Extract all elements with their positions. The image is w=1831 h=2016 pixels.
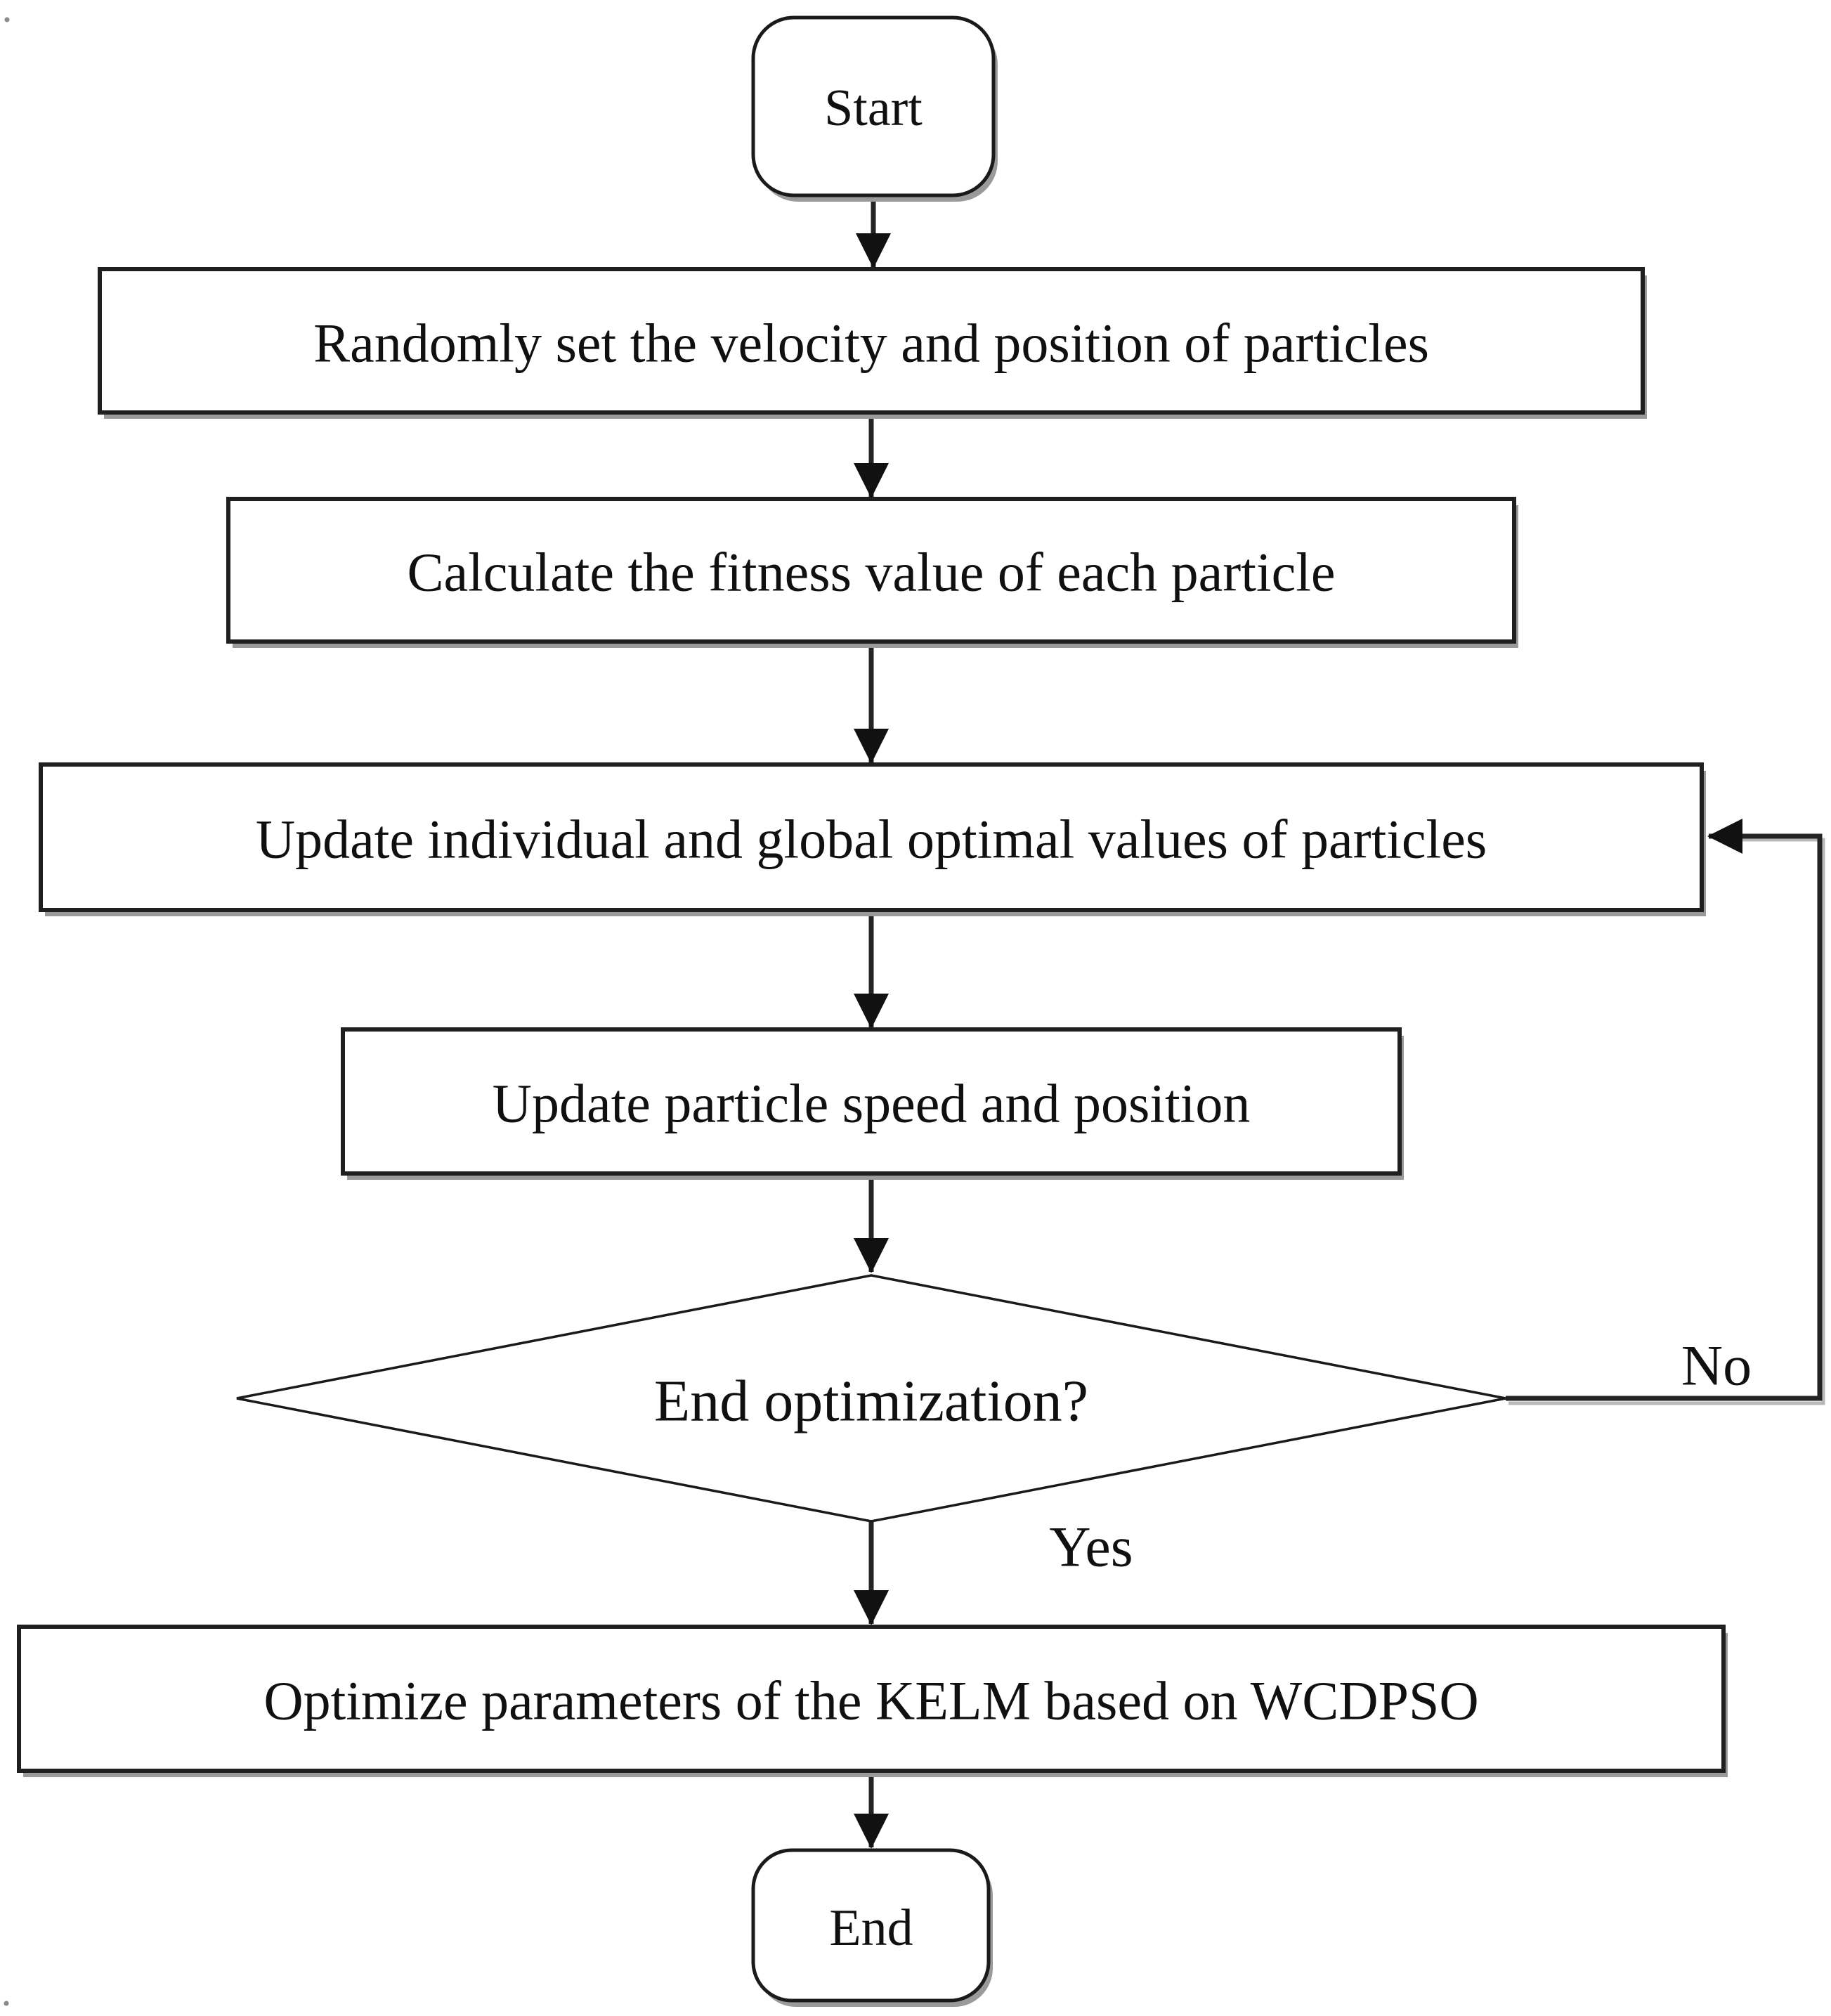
update-speed-label: Update particle speed and position [493,1072,1251,1133]
start-shape [751,15,996,197]
optimize-kelm-shape [17,1625,1726,1773]
update-speed-shape [341,1027,1402,1176]
no-branch-label: No [1681,1334,1752,1398]
update-optima-label: Update individual and global optimal val… [256,808,1487,869]
scan-artifact-dot [4,2001,9,2006]
update-optima-shape [39,762,1704,912]
no-loop-shadow-line [1509,838,1825,1405]
end-optimization-label: End optimization? [654,1368,1088,1433]
end-optimization-shape [236,1274,1506,1523]
node-update-speed: Update particle speed and position [341,1027,1404,1180]
scan-artifact-dot [4,17,10,22]
optimize-kelm-label: Optimize parameters of the KELM based on… [263,1670,1478,1731]
connectors [854,195,1825,1849]
random-init-label: Randomly set the velocity and position o… [313,312,1429,373]
node-random-init: Randomly set the velocity and position o… [98,267,1647,419]
start-label: Start [824,79,923,137]
node-update-optima: Update individual and global optimal val… [39,762,1706,916]
arrow-decision-no-to-update-optima [1506,819,1823,1401]
node-end: End [751,1848,993,2007]
node-end-optimization: End optimization? [236,1274,1506,1523]
end-label: End [829,1899,913,1957]
fitness-shape [226,497,1516,644]
node-start: Start [751,15,998,202]
random-init-shape [98,267,1645,415]
yes-branch-label: Yes [1049,1515,1133,1579]
end-shape [751,1848,991,2003]
node-fitness: Calculate the fitness value of each part… [226,497,1518,648]
fitness-label: Calculate the fitness value of each part… [407,541,1335,602]
node-optimize-kelm: Optimize parameters of the KELM based on… [17,1625,1728,1777]
